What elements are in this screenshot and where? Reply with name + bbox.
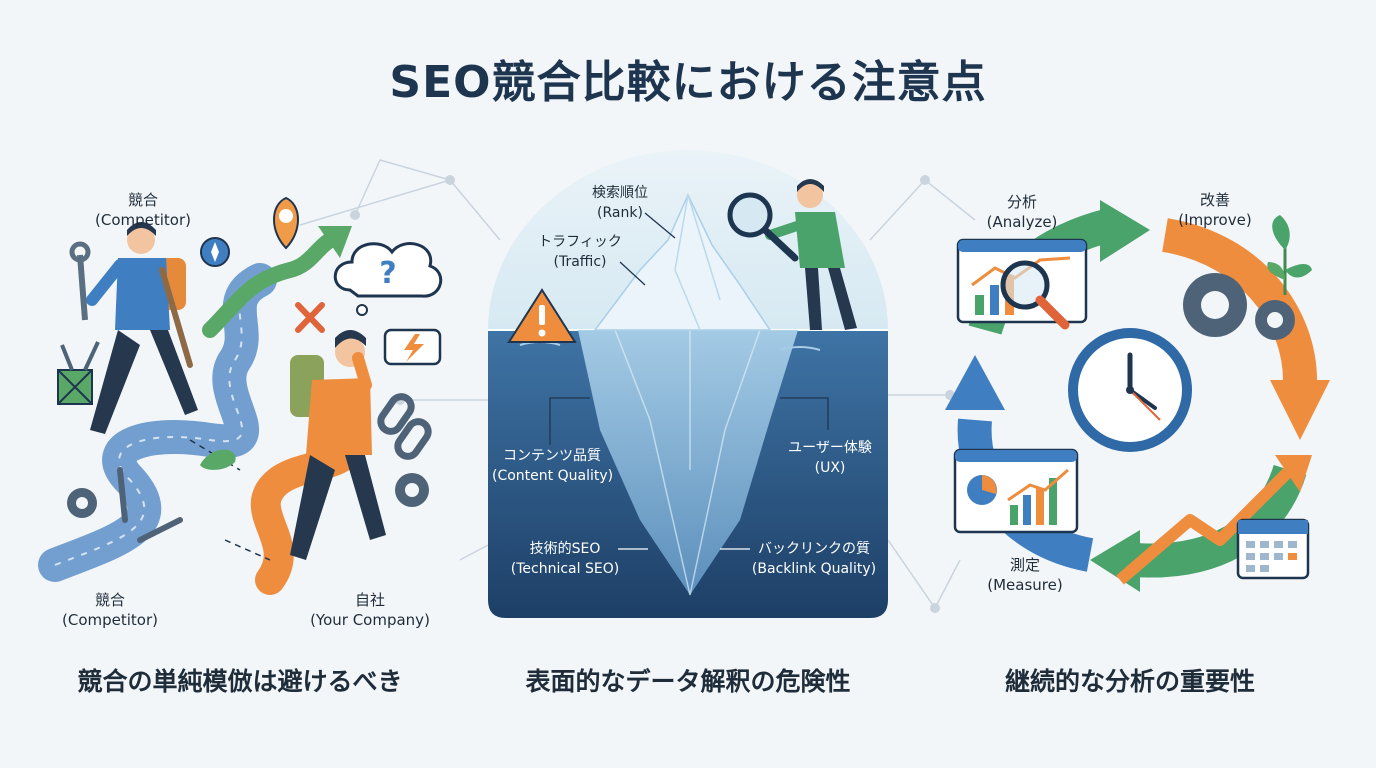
backlink-quality-label: バックリンクの質 (Backlink Quality) [748,539,880,579]
label-ja: ユーザー体験 [788,440,872,456]
right-caption: 継続的な分析の重要性 [1004,667,1255,696]
label-ja: 技術的SEO [529,541,601,557]
your-company-path [250,415,367,595]
left-panel-illustration: ? [38,196,443,595]
improve-label: 改善 (Improve) [1160,190,1270,230]
label-ja: 改善 [1199,191,1230,209]
rising-arrow [1116,465,1295,585]
label-ja: 競合 [94,591,125,609]
middle-caption: 表面的なデータ解釈の危険性 [525,667,851,696]
plant-icon [1267,215,1312,295]
label-en: (Backlink Quality) [751,561,877,577]
chain-link-icon [377,393,432,460]
cycle-panel [945,200,1330,592]
technical-seo-label: 技術的SEO (Technical SEO) [505,539,625,579]
label-en: (Technical SEO) [510,561,620,577]
label-en: (Traffic) [553,254,607,270]
label-ja: 自社 [354,591,385,609]
warning-triangle-icon [507,288,577,343]
iceberg-tip [593,193,772,331]
bottom-competitor-label: 競合 (Competitor) [45,590,175,630]
improve-arrow [1161,218,1317,381]
analyze-label: 分析 (Analyze) [972,192,1072,232]
top-competitor-label: 競合 (Competitor) [78,190,208,230]
label-en: (Competitor) [62,611,158,629]
compass-icon [200,237,230,267]
wrench-icon [117,467,183,543]
label-ja: 分析 [1006,193,1037,211]
label-en: (Competitor) [95,211,191,229]
analytics-window-icon [956,238,1088,330]
label-en: (Analyze) [986,213,1058,231]
analyst-figure [765,179,857,330]
measurement-window-icon [953,448,1079,534]
tools-icon [57,341,100,405]
label-en: (Rank) [597,205,643,221]
label-en: (UX) [814,460,846,476]
label-en: (Measure) [987,576,1063,594]
competitor-hiker-figure [69,222,198,434]
rank-label: 検索順位 (Rank) [565,183,675,223]
leaf-icon [200,449,236,470]
traffic-label: トラフィック (Traffic) [520,232,640,272]
your-company-hiker-figure [290,330,386,560]
pointer-lines [549,212,829,445]
iceberg-underwater [578,330,798,595]
label-en: (Content Quality) [492,468,614,484]
measure-label: 測定 (Measure) [970,555,1080,595]
iceberg-panel [488,150,888,618]
ux-label: ユーザー体験 (UX) [770,438,890,478]
mistake-x-icon [295,302,325,333]
svg-text:?: ? [379,256,396,291]
question-cloud-icon: ? [333,242,443,316]
label-ja: バックリンクの質 [758,541,870,557]
label-en: (Your Company) [310,611,430,629]
label-ja: 検索順位 [592,185,648,201]
label-en: (Improve) [1178,211,1252,229]
your-company-label: 自社 (Your Company) [300,590,440,630]
location-pin-icon [273,196,299,250]
magnifier-icon [727,192,799,262]
gear-icon [67,473,429,518]
label-ja: 測定 [1009,556,1040,574]
warning-speech-bubble-icon [383,328,442,366]
content-quality-label: コンテンツ品質 (Content Quality) [492,446,614,486]
calendar-icon [1236,518,1310,580]
gears-icon [1183,273,1295,340]
page-title: SEO競合比較における注意点 [389,57,987,108]
green-growth-arrow [202,232,338,338]
left-caption: 競合の単純模倣は避けるべき [77,667,403,696]
measure-arrow [1133,464,1307,578]
clock-icon [1068,328,1192,452]
label-ja: 競合 [127,191,158,209]
label-ja: トラフィック [538,234,622,250]
label-ja: コンテンツ品質 [503,448,601,464]
